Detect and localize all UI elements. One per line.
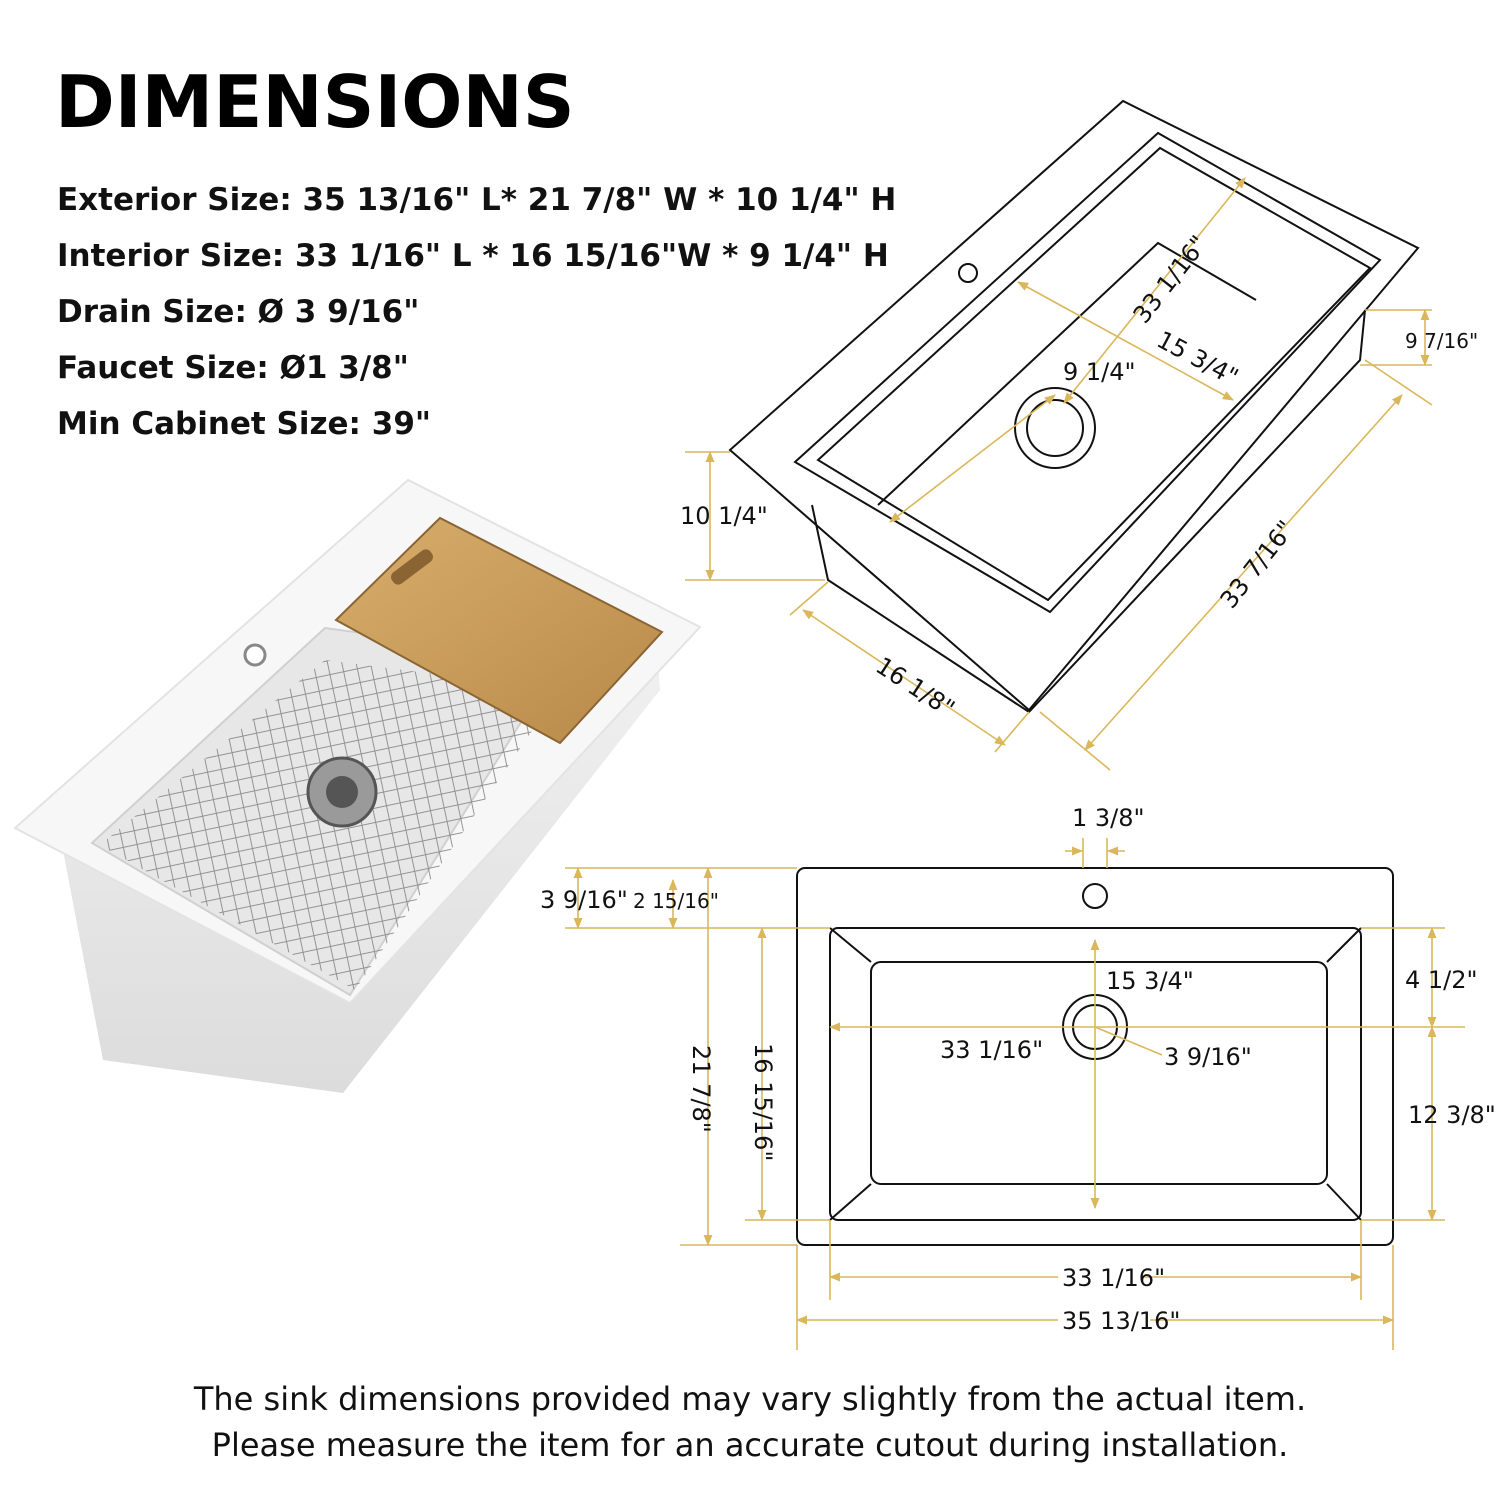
iso-top-rim [728,99,1420,712]
top-dimension-lines [565,838,1465,1350]
top-bowl-outer [829,927,1362,1221]
spec-drain-size: Drain Size: Ø 3 9/16" [57,294,420,330]
iso-label-side-width: 16 1/8" [871,652,960,723]
spec-faucet-size: Faucet Size: Ø1 3/8" [57,350,409,386]
top-label-bowl-length: 33 1/16" [940,1036,1043,1064]
top-label-faucet: 1 3/8" [1072,804,1145,832]
top-outer-rim [796,867,1394,1246]
iso-label-interior-length: 33 1/16" [1128,230,1214,328]
iso-dim-line-interior-width [1017,281,1234,401]
page-title: DIMENSIONS [55,60,575,144]
top-label-total-length: 35 13/16" [1062,1307,1180,1335]
top-bowl-corner-3 [829,1183,872,1221]
iso-dimension-lines [685,177,1433,771]
iso-inner-rim [793,131,1382,614]
iso-label-side-length: 33 7/16" [1215,515,1301,613]
cutting-board-photo [334,516,664,745]
iso-dim-line-side-width [802,609,1006,746]
iso-ext-length-1 [1039,711,1111,771]
iso-label-height: 10 1/4" [680,502,768,530]
top-label-bowl-width: 15 3/4" [1106,967,1194,995]
spec-exterior-size: Exterior Size: 35 13/16" L* 21 7/8" W * … [57,182,897,218]
top-label-interior-length: 33 1/16" [1062,1264,1165,1292]
iso-ext-side-2 [994,711,1030,753]
top-bowl-corner-2 [1326,927,1362,963]
isometric-drawing [728,99,1420,714]
top-label-front-offset: 12 3/8" [1408,1101,1496,1129]
top-bowl-corner-1 [829,927,872,963]
iso-dim-line-bowl-depth [889,394,1056,523]
spec-list: Exterior Size: 35 13/16" L* 21 7/8" W * … [57,177,896,457]
iso-label-interior-width: 15 3/4" [1152,326,1243,392]
iso-bowl-floor [816,146,1372,602]
faucet-hole-photo [243,643,267,667]
iso-faucet-hole [958,263,978,283]
iso-label-bowl-depth: 9 1/4" [1063,358,1136,386]
iso-drain-inner [1026,399,1084,457]
drain-inner-photo [326,776,358,808]
top-dim-drain-leader [1094,1026,1163,1056]
iso-ext-side-1 [789,581,829,616]
iso-dim-line-side-length [1084,394,1403,751]
iso-label-drop: 9 7/16" [1405,329,1478,353]
cutting-board-handle-photo [391,549,433,585]
disclaimer-line-2: Please measure the item for an accurate … [211,1426,1289,1464]
spec-interior-size: Interior Size: 33 1/16" L * 16 15/16"W *… [57,238,889,274]
top-bowl-corner-4 [1326,1183,1362,1221]
top-faucet-hole [1082,883,1108,909]
top-label-rim-gap: 2 15/16" [633,889,719,913]
product-photo [13,478,702,1093]
spec-min-cabinet-size: Min Cabinet Size: 39" [57,406,432,442]
top-label-rear-offset: 4 1/2" [1405,966,1478,994]
top-label-interior-width: 16 15/16" [749,1043,777,1161]
disclaimer-line-1: The sink dimensions provided may vary sl… [193,1380,1307,1418]
top-label-drain: 3 9/16" [1164,1043,1252,1071]
iso-ext-length-2 [1364,359,1433,406]
top-label-front-gap: 3 9/16" [540,886,628,914]
top-dimension-labels: 1 3/8" 3 9/16" 2 15/16" 15 3/4" 33 1/16"… [540,804,1496,1335]
top-label-total-width: 21 7/8" [687,1045,715,1133]
